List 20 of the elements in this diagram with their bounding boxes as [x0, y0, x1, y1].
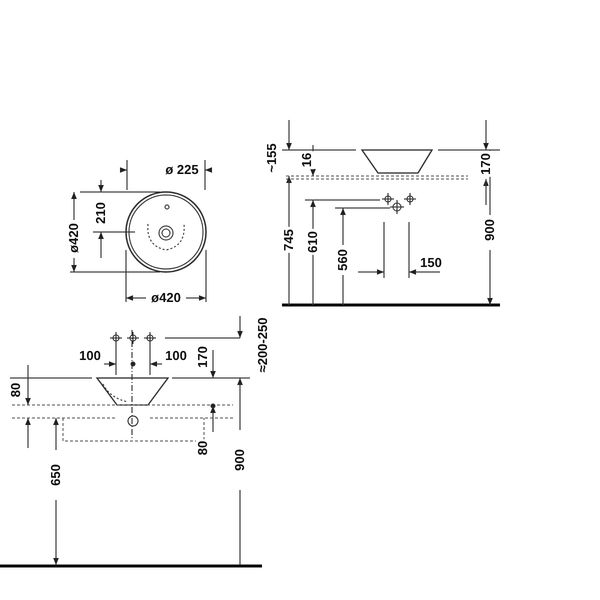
dimension-label: 16	[300, 150, 314, 170]
dimension-label: 170	[196, 344, 210, 370]
dimension-label: 900	[233, 447, 247, 473]
dimension-label: 150	[418, 256, 444, 270]
dimension-label: 80	[196, 438, 210, 458]
dimension-label: 170	[479, 151, 493, 177]
dimension-label: ~155	[265, 141, 279, 175]
dimension-label: 745	[282, 227, 296, 253]
dimension-label: 610	[306, 229, 320, 255]
dimension-label: 100	[77, 349, 103, 363]
dimension-label: ø420	[149, 291, 183, 305]
dimension-label: 560	[336, 247, 350, 273]
dimension-label: 80	[9, 380, 23, 400]
dimension-label: ø 225	[163, 163, 201, 177]
dimension-label: 650	[49, 462, 63, 488]
dimension-label: 100	[163, 349, 189, 363]
dimension-label: ø420	[67, 221, 81, 255]
dimension-label: 210	[94, 200, 108, 226]
dimension-label: ≈200-250	[256, 316, 270, 374]
dimension-label: 900	[483, 217, 497, 243]
